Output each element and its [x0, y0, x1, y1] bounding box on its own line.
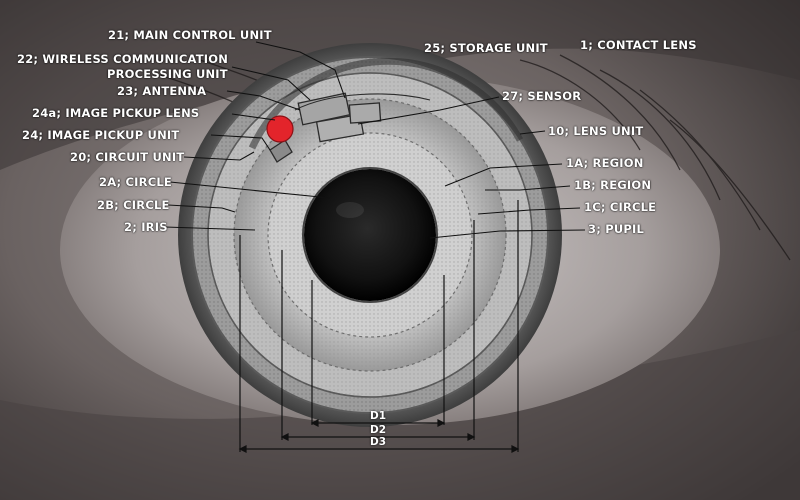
label-region-1b: 1B; REGION	[574, 178, 652, 192]
label-sensor: 27; SENSOR	[502, 89, 582, 103]
antenna	[294, 93, 431, 111]
pupil	[304, 169, 436, 301]
circuit-components	[269, 92, 431, 163]
dimension-label-d1: D1	[370, 410, 387, 422]
label-lens-unit: 10; LENS UNIT	[548, 124, 644, 138]
label-circle-1c: 1C; CIRCLE	[584, 200, 657, 214]
image-pickup-lens	[266, 115, 294, 143]
circle-1c	[207, 72, 533, 398]
circle-2a	[267, 132, 473, 338]
label-processing-unit: PROCESSING UNIT	[107, 67, 228, 81]
label-contact-lens: 1; CONTACT LENS	[580, 38, 697, 52]
label-circuit-unit: 20; CIRCUIT UNIT	[70, 150, 185, 164]
label-storage-unit: 25; STORAGE UNIT	[424, 41, 548, 55]
dimension-label-d2: D2	[370, 424, 387, 436]
image-pickup-unit	[269, 139, 293, 163]
label-image-pickup-unit: 24; IMAGE PICKUP UNIT	[22, 128, 180, 142]
leader-lines	[164, 41, 586, 239]
upper-eyelid	[0, 0, 800, 170]
label-circle-2a: 2A; CIRCLE	[99, 175, 172, 189]
label-antenna: 23; ANTENNA	[117, 84, 207, 98]
circle-2b	[233, 98, 507, 372]
storage-unit	[348, 102, 382, 124]
label-image-pickup-lens: 24a; IMAGE PICKUP LENS	[32, 106, 200, 120]
circuit-unit	[248, 57, 524, 150]
dimension-lines	[238, 200, 520, 453]
label-iris: 2; IRIS	[124, 220, 168, 234]
dimension-label-d3: D3	[370, 436, 387, 448]
label-wireless-communication: 22; WIRELESS COMMUNICATION	[17, 52, 229, 66]
label-pupil: 3; PUPIL	[588, 222, 645, 236]
label-region-1a: 1A; REGION	[566, 156, 644, 170]
label-circle-2b: 2B; CIRCLE	[97, 198, 170, 212]
label-main-control-unit: 21; MAIN CONTROL UNIT	[108, 28, 272, 42]
